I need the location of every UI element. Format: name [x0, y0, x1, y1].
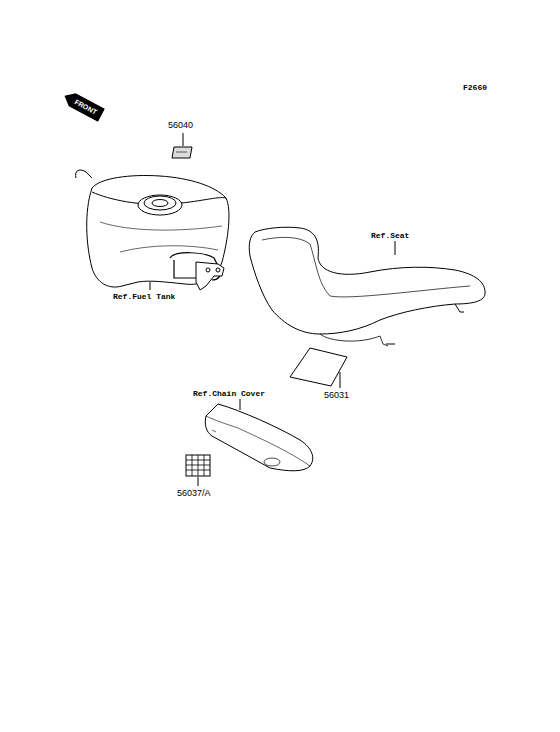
leader-line [150, 282, 151, 290]
label-sticker [172, 147, 192, 158]
grid-label [186, 455, 210, 476]
reference-label: Ref.Seat [371, 232, 409, 240]
fuel-tank [76, 170, 229, 290]
seat [249, 227, 485, 346]
callout-number: 56037/A [177, 489, 211, 498]
front-arrow: FRONT [61, 89, 105, 122]
leader-line [340, 372, 341, 388]
leader-line [183, 133, 184, 146]
direction-label: FRONT [73, 98, 98, 116]
reference-label: Ref.Fuel Tank [113, 293, 175, 301]
chain-cover [205, 404, 313, 471]
callout-number: 56040 [168, 121, 193, 130]
callout-number: 56031 [324, 391, 349, 400]
leader-line [198, 477, 199, 486]
reference-label: Ref.Chain Cover [193, 390, 265, 398]
leader-line [240, 399, 241, 410]
leader-line [395, 241, 396, 255]
label-sheet [290, 348, 347, 386]
drawing-number: F2660 [463, 84, 487, 92]
